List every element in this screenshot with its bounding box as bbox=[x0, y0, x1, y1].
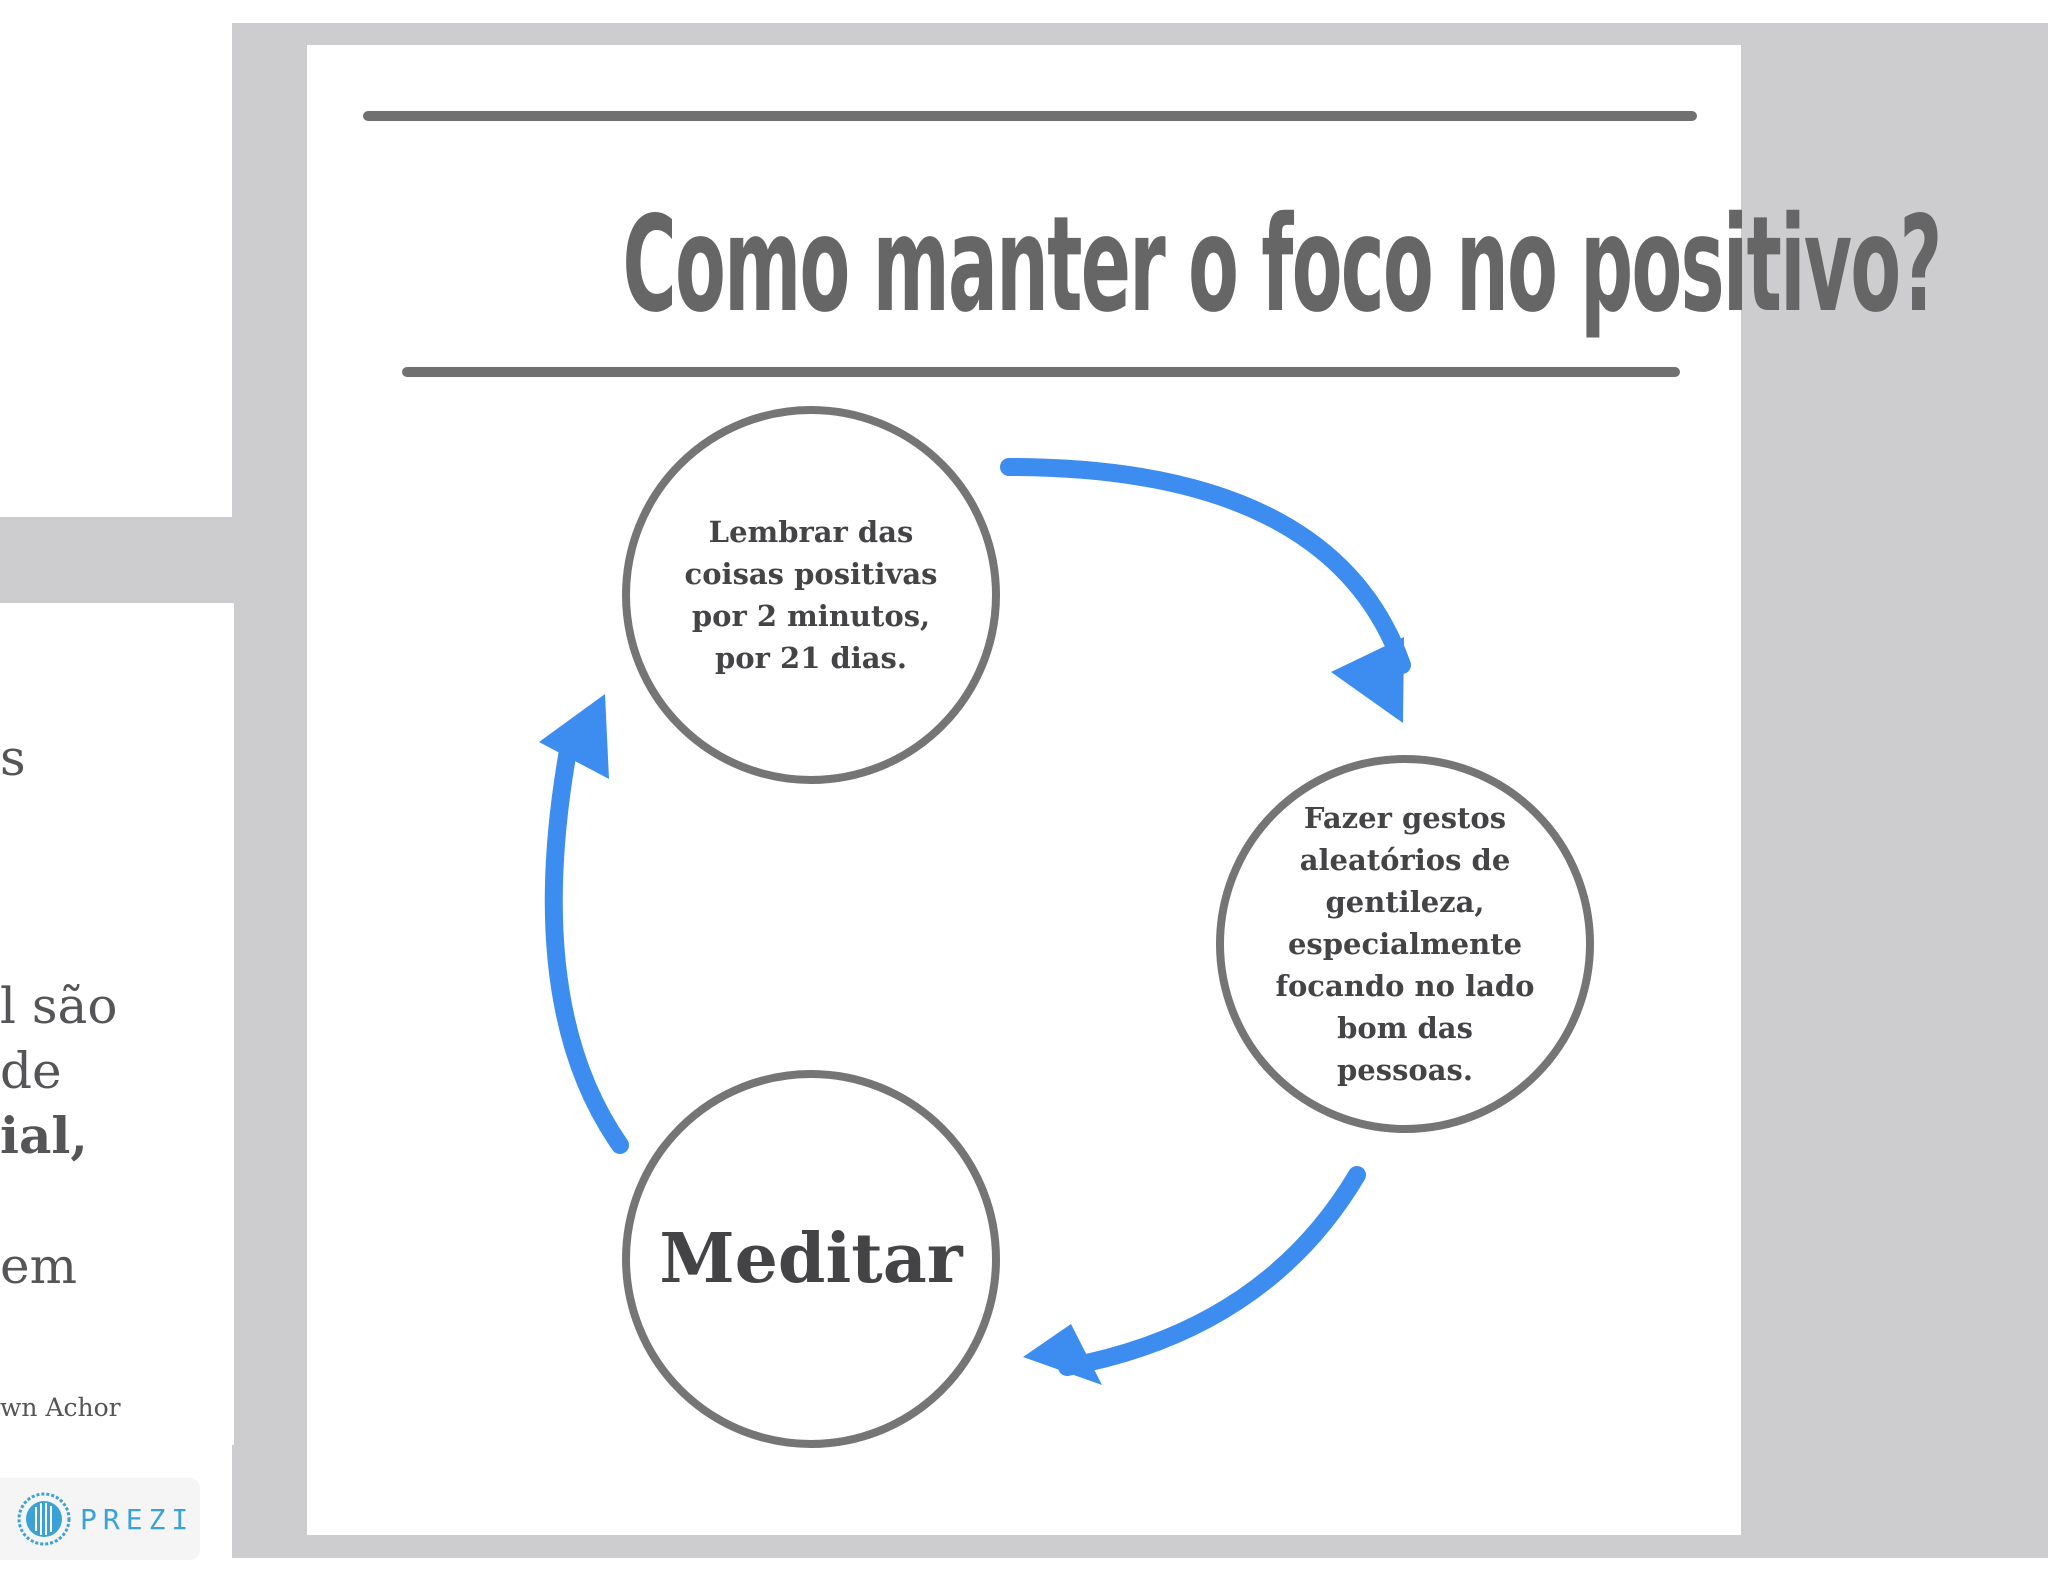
arrow-head-left bbox=[539, 694, 609, 779]
arrow-head-top-right bbox=[1331, 637, 1404, 723]
arrow-head-bottom bbox=[1023, 1324, 1102, 1385]
arrow-heads bbox=[539, 637, 1404, 1385]
previous-slide-text: em bbox=[0, 1237, 78, 1295]
arrow-strokes bbox=[544, 458, 1411, 1376]
cycle-circle-meditar: Meditar bbox=[622, 1070, 1000, 1448]
title-top-rule bbox=[363, 111, 1697, 121]
cycle-circle-lembrar: Lembrar das coisas positivas por 2 minut… bbox=[622, 406, 1000, 784]
cycle-arrows bbox=[539, 458, 1411, 1385]
previous-slide-text: ial, bbox=[0, 1106, 88, 1165]
prezi-logo-text: PREZI bbox=[80, 1502, 195, 1536]
circle-text: Fazer gestos aleatórios de gentileza, es… bbox=[1275, 801, 1535, 1087]
circle-text: Meditar bbox=[659, 1219, 963, 1299]
previous-slide-author: wn Achor bbox=[0, 1393, 121, 1422]
circle-text: Lembrar das coisas positivas por 2 minut… bbox=[684, 515, 938, 675]
arrow-top-right bbox=[1000, 458, 1411, 674]
prezi-logo-icon bbox=[17, 1492, 71, 1546]
cycle-circle-fazer: Fazer gestos aleatórios de gentileza, es… bbox=[1216, 755, 1594, 1133]
current-slide: Como manter o foco no positivo? Lembrar … bbox=[307, 45, 1942, 1535]
previous-slide-panel: s l são de ial, em wn Achor bbox=[0, 603, 234, 1445]
previous-slide-text: l são bbox=[0, 977, 118, 1035]
title-bottom-rule bbox=[402, 367, 1680, 377]
previous-slide-text: s bbox=[0, 729, 26, 787]
canvas-background-band bbox=[0, 517, 240, 603]
previous-slide-top bbox=[0, 0, 232, 517]
arrow-bottom bbox=[1058, 1166, 1366, 1376]
previous-slide-text: de bbox=[0, 1042, 62, 1100]
arrow-left bbox=[544, 736, 629, 1154]
prezi-badge[interactable]: PREZI bbox=[0, 1478, 200, 1560]
